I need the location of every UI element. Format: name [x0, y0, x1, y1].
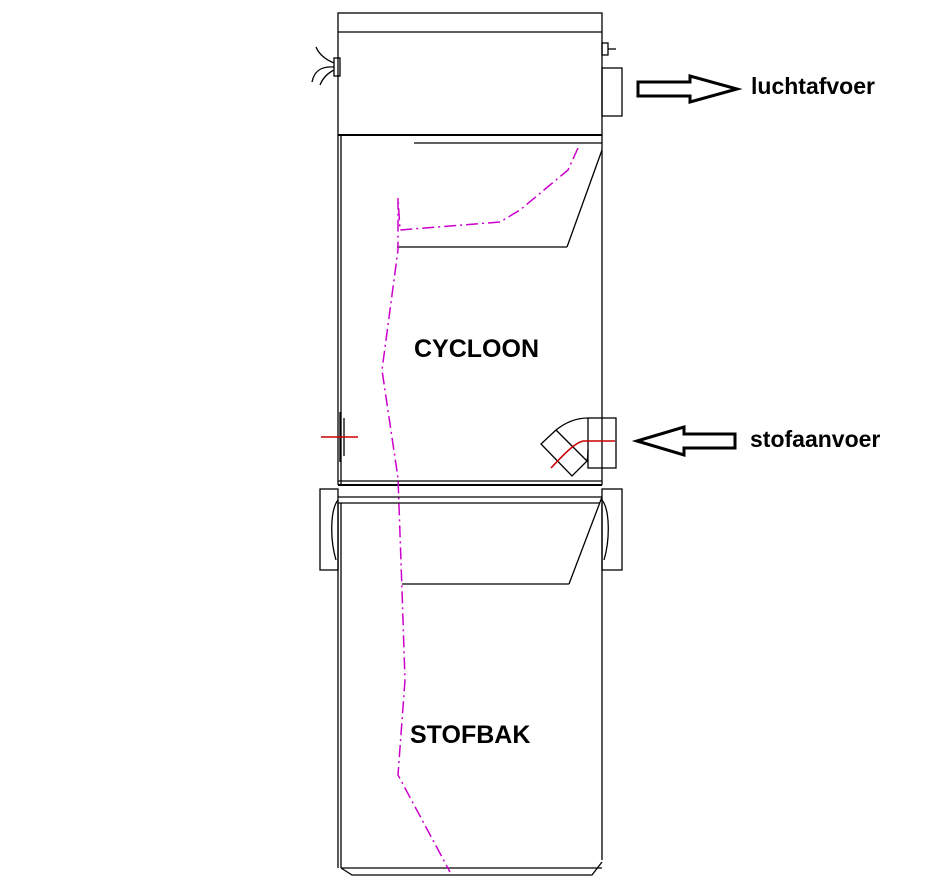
airflow-path — [381, 147, 579, 873]
air-outlet — [601, 67, 623, 117]
dust-bin — [337, 503, 603, 876]
arrow-left-icon — [631, 424, 737, 458]
lower-cone — [402, 496, 603, 585]
label-luchtafvoer: luchtafvoer — [751, 73, 875, 99]
cyclone-body — [337, 135, 603, 485]
label-stofaanvoer: stofaanvoer — [750, 426, 880, 452]
dust-inlet-elbow — [540, 417, 617, 477]
motor-housing — [337, 12, 603, 136]
label-cycloon: CYCLOON — [414, 335, 539, 363]
power-cable — [311, 46, 341, 86]
arrow-right-icon — [636, 74, 743, 104]
switch — [601, 42, 616, 56]
label-stofbak: STOFBAK — [410, 721, 530, 749]
clamp-band — [319, 480, 623, 571]
inlet-marker — [321, 436, 615, 469]
